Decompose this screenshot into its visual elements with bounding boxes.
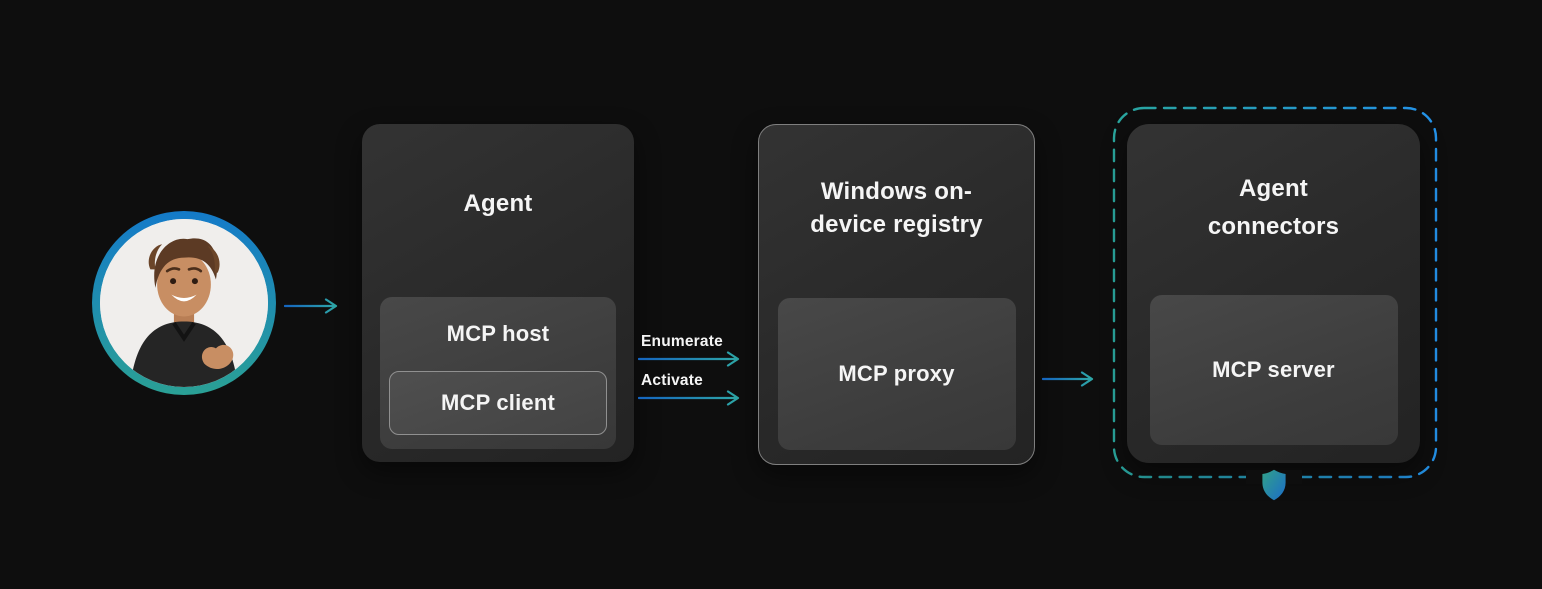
mcp-client-label: MCP client (440, 390, 556, 415)
registry-title-line2: device registry (810, 211, 983, 238)
agent-connectors-title: Agent connectors (1127, 170, 1420, 246)
activate-label: Activate (641, 372, 703, 389)
agent-node: Agent MCP host MCP client (362, 124, 634, 462)
security-boundary-dashed-border (1112, 106, 1438, 479)
user-avatar (92, 211, 276, 395)
mcp-host-label: MCP host (446, 321, 550, 346)
agent-title: Agent (463, 190, 533, 217)
enumerate-label: Enumerate (641, 333, 723, 350)
activate-arrow (638, 390, 740, 406)
enumerate-arrow (638, 351, 740, 367)
shield-icon (1262, 469, 1286, 501)
registry-title-line1: Windows on- (820, 178, 973, 205)
person-illustration (100, 219, 268, 387)
mcp-server-box: MCP server (1149, 295, 1398, 445)
mcp-host-box: MCP host MCP client (380, 297, 616, 449)
registry-to-connectors-arrow (1042, 371, 1094, 387)
mcp-proxy-box: MCP proxy (777, 298, 1016, 450)
agent-connectors-title-line1: Agent (1239, 175, 1308, 202)
registry-title: Windows on- device registry (759, 175, 1034, 241)
agent-connectors-node: Agent connectors MCP server (1127, 124, 1420, 463)
mcp-client-box: MCP client (389, 371, 607, 435)
mcp-proxy-label: MCP proxy (838, 361, 955, 386)
user-to-agent-arrow (284, 298, 338, 314)
user-avatar-photo (100, 219, 268, 387)
registry-node: Windows on- device registry MCP proxy (758, 124, 1035, 465)
agent-connectors-title-line2: connectors (1207, 213, 1340, 240)
mcp-server-label: MCP server (1212, 357, 1335, 382)
